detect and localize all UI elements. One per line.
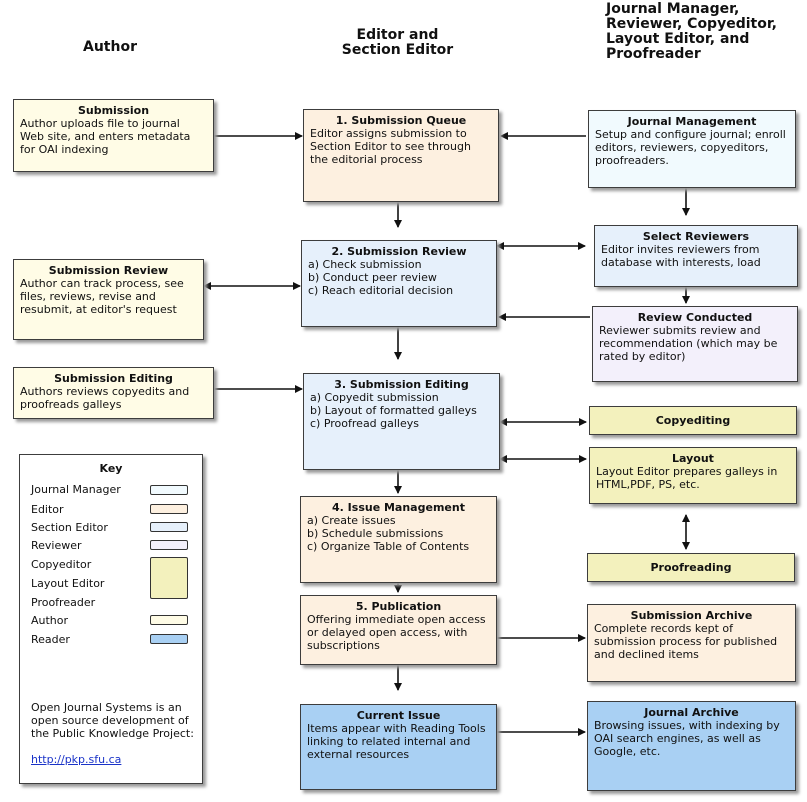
select-reviewers-box: Select Reviewers Editor invites reviewer… (594, 225, 798, 287)
legend-swatch-journal-manager (150, 485, 188, 495)
legend-swatch-section-editor (150, 522, 188, 532)
author-submission-title: Submission (77, 104, 150, 117)
copyediting-title: Copyediting (655, 414, 731, 427)
publication-box: 5. Publication Offering immediate open a… (300, 595, 497, 665)
legend-label-reviewer: Reviewer (31, 539, 82, 552)
issue-management-title: 4. Issue Management (332, 501, 465, 514)
submission-editing-box: 3. Submission Editing a) Copyedit submis… (303, 373, 500, 470)
legend-label-section-editor: Section Editor (31, 521, 108, 534)
legend-footer-text: Open Journal Systems is an open source d… (31, 701, 194, 740)
header-author: Author (83, 39, 137, 55)
legend-label-reader: Reader (31, 633, 70, 646)
submission-editing-title: 3. Submission Editing (334, 378, 469, 391)
submission-archive-box: Submission Archive Complete records kept… (587, 604, 796, 682)
legend-key: Key Journal Manager Editor Section Edito… (19, 454, 203, 784)
author-submission-box: Submission Author uploads file to journa… (13, 99, 214, 172)
layout-title: Layout (672, 452, 714, 465)
journal-archive-body: Browsing issues, with indexing by OAI se… (594, 719, 780, 758)
select-reviewers-title: Select Reviewers (642, 230, 750, 243)
legend-swatch-editor (150, 504, 188, 514)
current-issue-body: Items appear with Reading Tools linking … (307, 722, 486, 761)
submission-review-box: 2. Submission Review a) Check submission… (301, 240, 497, 327)
publication-body: Offering immediate open access or delaye… (307, 613, 486, 652)
author-editing-body: Authors reviews copyedits and proofreads… (20, 385, 190, 411)
proofreading-box: Proofreading (587, 553, 795, 582)
submission-review-body: a) Check submission b) Conduct peer revi… (308, 258, 454, 297)
legend-title: Key (99, 462, 123, 475)
legend-label-proofreader: Proofreader (31, 596, 96, 609)
pkp-link[interactable]: http://pkp.sfu.ca (31, 753, 122, 766)
header-editor: Editor and Section Editor (341, 27, 454, 58)
select-reviewers-body: Editor invites reviewers from database w… (601, 243, 761, 269)
author-review-box: Submission Review Author can track proce… (13, 259, 204, 340)
journal-management-box: Journal Management Setup and configure j… (588, 110, 796, 188)
journal-management-body: Setup and configure journal; enroll edit… (595, 128, 786, 167)
submission-editing-body: a) Copyedit submission b) Layout of form… (310, 391, 477, 430)
author-editing-title: Submission Editing (54, 372, 173, 385)
journal-archive-box: Journal Archive Browsing issues, with in… (587, 701, 796, 791)
submission-archive-title: Submission Archive (630, 609, 753, 622)
layout-box: Layout Layout Editor prepares galleys in… (589, 447, 797, 504)
author-review-body: Author can track process, see files, rev… (20, 277, 184, 316)
author-editing-box: Submission Editing Authors reviews copye… (13, 367, 214, 419)
review-conducted-body: Reviewer submits review and recommendati… (599, 324, 778, 363)
issue-management-box: 4. Issue Management a) Create issues b) … (300, 496, 497, 583)
layout-body: Layout Editor prepares galleys in HTML,P… (596, 465, 778, 491)
publication-title: 5. Publication (355, 600, 442, 613)
current-issue-title: Current Issue (356, 709, 441, 722)
legend-swatch-production (150, 557, 188, 599)
legend-swatch-author (150, 615, 188, 625)
author-submission-body: Author uploads file to journal Web site,… (20, 117, 191, 156)
proofreading-title: Proofreading (650, 561, 732, 574)
legend-swatch-reviewer (150, 540, 188, 550)
review-conducted-box: Review Conducted Reviewer submits review… (592, 306, 798, 382)
submission-archive-body: Complete records kept of submission proc… (594, 622, 778, 661)
journal-management-title: Journal Management (627, 115, 757, 128)
copyediting-box: Copyediting (589, 406, 797, 435)
author-review-title: Submission Review (48, 264, 169, 277)
legend-label-copyeditor: Copyeditor (31, 558, 92, 571)
issue-management-body: a) Create issues b) Schedule submissions… (307, 514, 470, 553)
journal-archive-title: Journal Archive (644, 706, 739, 719)
header-journal-roles: Journal Manager, Reviewer, Copyeditor, L… (606, 1, 777, 62)
submission-review-title: 2. Submission Review (331, 245, 467, 258)
legend-label-editor: Editor (31, 503, 64, 516)
legend-label-journal-manager: Journal Manager (31, 483, 121, 496)
legend-label-author: Author (31, 614, 69, 627)
legend-label-layout-editor: Layout Editor (31, 577, 105, 590)
legend-swatch-reader (150, 634, 188, 644)
current-issue-box: Current Issue Items appear with Reading … (300, 704, 497, 790)
submission-queue-title: 1. Submission Queue (335, 114, 467, 127)
review-conducted-title: Review Conducted (637, 311, 753, 324)
submission-queue-body: Editor assigns submission to Section Edi… (310, 127, 471, 166)
submission-queue-box: 1. Submission Queue Editor assigns submi… (303, 109, 499, 202)
